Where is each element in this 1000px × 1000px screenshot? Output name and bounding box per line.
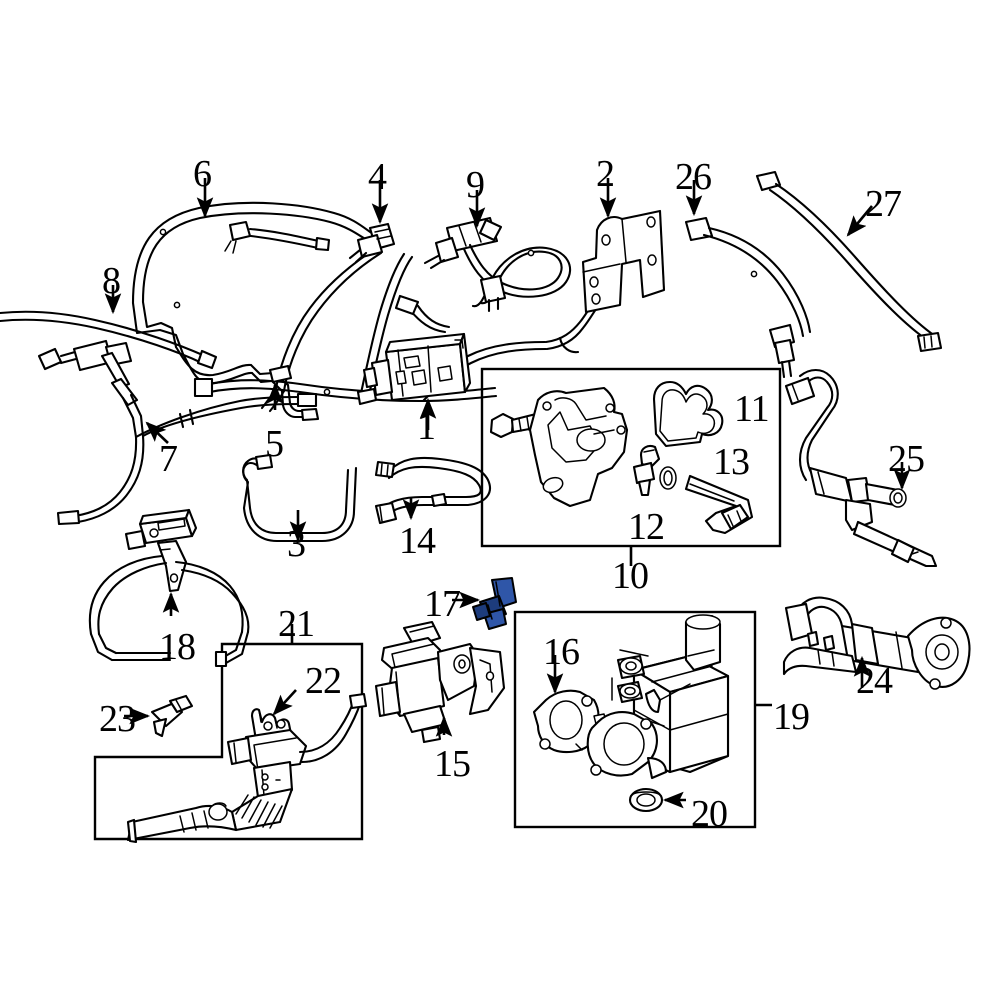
callout-label-16: 16 — [543, 631, 580, 673]
callout-lead-27 — [846, 205, 874, 237]
part-18-bracket-hoses — [88, 508, 250, 668]
callout-label-18: 18 — [159, 626, 196, 668]
part-8-vent-hose — [0, 310, 218, 370]
callout-label-9: 9 — [466, 164, 485, 206]
part-9-purge-valve — [423, 216, 572, 313]
part-3-vacuum-hose — [242, 453, 358, 543]
callout-label-17: 17 — [424, 583, 461, 625]
part-19-egr-cooler — [586, 614, 730, 780]
part-12-check-valve — [632, 444, 677, 497]
callout-label-11: 11 — [734, 388, 770, 430]
part-11-gasket — [652, 380, 724, 448]
callout-label-20: 20 — [691, 793, 728, 835]
part-2-mounting-bracket — [581, 209, 666, 314]
callout-lead-22 — [272, 689, 297, 716]
part-14-connector-hose — [374, 456, 491, 525]
callout-label-27: 27 — [865, 183, 902, 225]
callout-label-14: 14 — [399, 520, 436, 562]
part-25-pipe-fitting — [784, 368, 938, 568]
callout-label-5: 5 — [265, 423, 284, 465]
group-box-19 — [513, 610, 772, 829]
part-15-egr-valve — [374, 620, 506, 744]
callout-label-26: 26 — [675, 156, 712, 198]
callout-label-6: 6 — [193, 153, 212, 195]
callout-label-1: 1 — [417, 406, 436, 448]
part-23-small-sensor — [150, 694, 194, 738]
part-26-vacuum-tube — [684, 216, 812, 379]
group-box-10 — [480, 367, 782, 566]
callout-label-25: 25 — [888, 438, 925, 480]
part-16-gasket — [532, 689, 607, 754]
callout-label-23: 23 — [99, 698, 136, 740]
callout-label-19: 19 — [773, 696, 810, 738]
part-27-vent-tube — [755, 170, 943, 353]
callout-label-8: 8 — [102, 260, 121, 302]
part-1-vapor-canister — [362, 332, 472, 402]
callout-lead-7 — [145, 421, 169, 444]
part-21-air-inlet-tube — [126, 692, 368, 844]
callout-label-7: 7 — [159, 438, 178, 480]
callout-label-10: 10 — [612, 555, 649, 597]
callout-label-4: 4 — [368, 156, 387, 198]
callout-label-12: 12 — [628, 506, 665, 548]
callout-label-13: 13 — [713, 441, 750, 483]
part-20-seal-ring — [628, 787, 664, 813]
group-box-21 — [93, 624, 364, 841]
callout-label-24: 24 — [856, 660, 893, 702]
part-13-oil-tube — [684, 474, 754, 535]
callout-label-2: 2 — [596, 153, 615, 195]
callout-label-21: 21 — [278, 603, 315, 645]
part-17-egr-temperature-sensor-highlighted — [472, 577, 517, 630]
part-10-heat-shield — [528, 386, 629, 508]
part-4-connector — [348, 222, 396, 264]
callout-label-15: 15 — [434, 743, 471, 785]
callout-label-3: 3 — [287, 523, 306, 565]
callout-label-22: 22 — [305, 660, 342, 702]
